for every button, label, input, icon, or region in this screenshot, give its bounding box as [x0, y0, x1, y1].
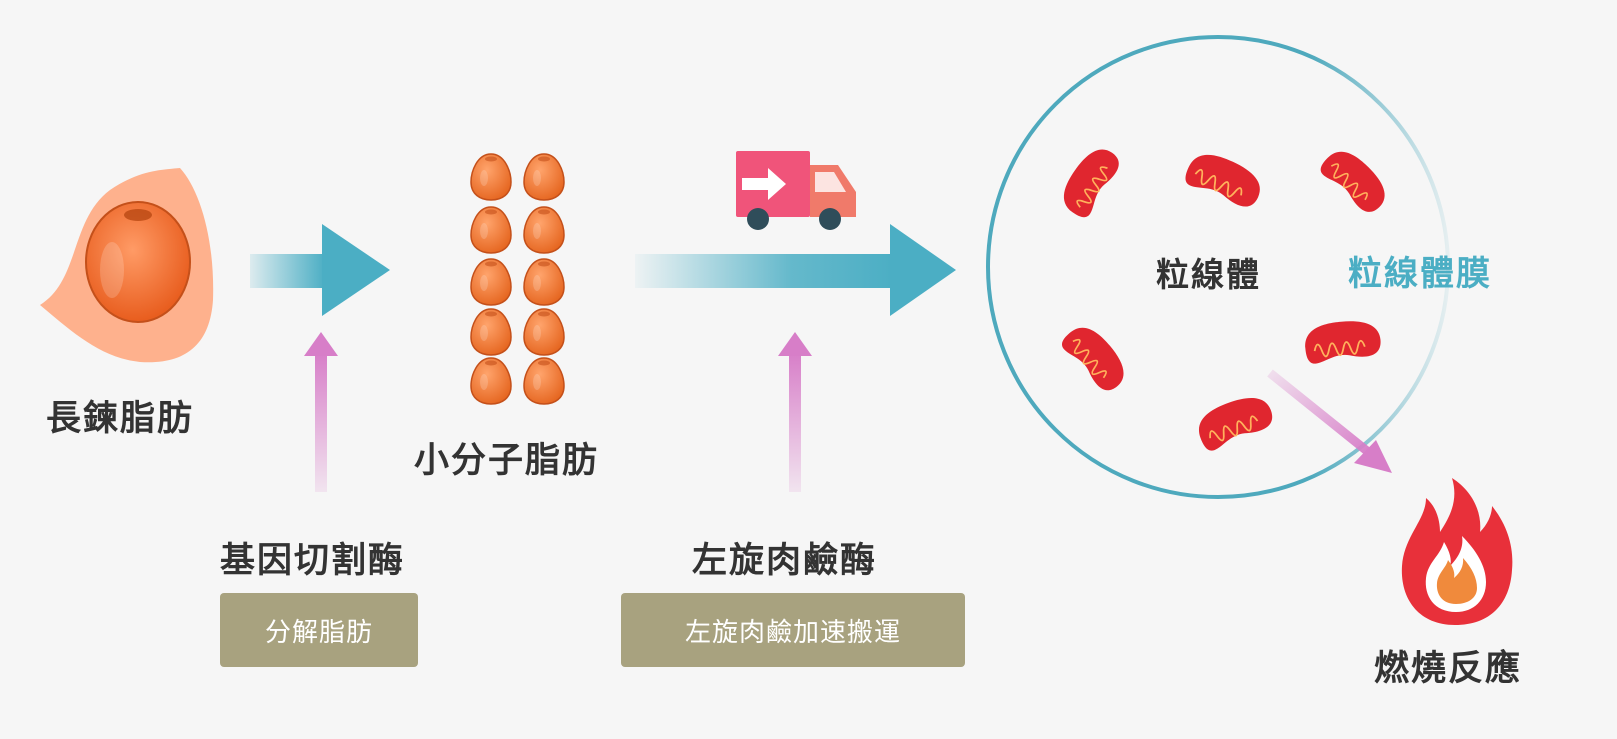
enzyme-arrow-1 [304, 332, 338, 492]
process-arrow-1 [250, 224, 390, 316]
mitochondria-icon [1053, 140, 1395, 455]
flame-icon [1401, 478, 1513, 625]
label-mitochondrial-membrane: 粒線體膜 [1348, 254, 1492, 294]
label-mitochondria: 粒線體 [1156, 255, 1261, 294]
label-small-molecule-fat: 小分子脂肪 [414, 441, 600, 481]
fat-cell-icon [40, 168, 214, 363]
delivery-truck-icon [736, 151, 856, 230]
fat-droplet-icon [470, 153, 565, 405]
enzyme-arrow-2 [778, 332, 812, 492]
label-enzyme-2: 左旋肉鹼酶 [692, 541, 878, 581]
mitochondrial-membrane-circle [986, 35, 1450, 499]
burn-arrow [1267, 369, 1392, 473]
label-long-chain-fat: 長鍊脂肪 [46, 399, 195, 439]
process-arrow-2 [635, 224, 956, 316]
label-burning-reaction: 燃燒反應 [1374, 649, 1523, 689]
badge-enzyme-2-action: 左旋肉鹼加速搬運 [621, 593, 965, 667]
label-enzyme-1: 基因切割酶 [220, 541, 406, 581]
badge-enzyme-1-action: 分解脂肪 [220, 593, 418, 667]
